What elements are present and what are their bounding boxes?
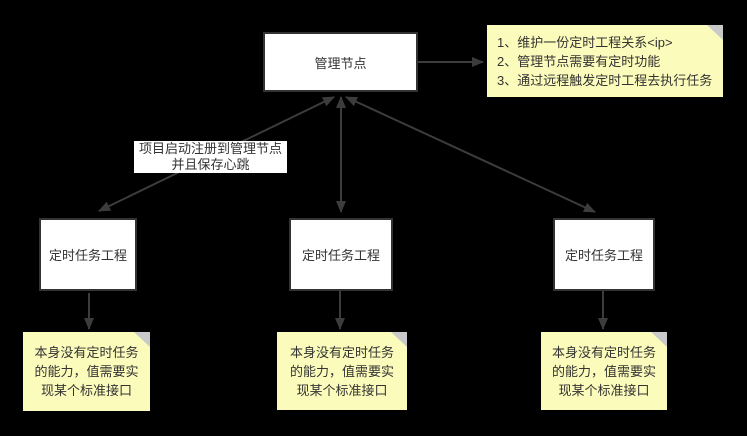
note-line: 本身没有定时任务 — [34, 345, 139, 360]
note-worker3[interactable]: 本身没有定时任务 的能力，值需要实 现某个标准接口 — [541, 332, 667, 410]
note-line: 现某个标准接口 — [296, 382, 388, 398]
node-manager[interactable]: 管理节点 — [263, 32, 418, 92]
note-manager[interactable]: 1、维护一份定时工程关系<ip> 2、管理节点需要有定时功能 3、通过远程触发定… — [487, 25, 723, 97]
node-worker1[interactable]: 定时任务工程 — [39, 218, 137, 291]
note-line: 的能力，值需要实 — [34, 364, 139, 379]
edge-label-line: 并且保存心跳 — [171, 157, 250, 172]
node-worker3-label: 定时任务工程 — [564, 248, 643, 263]
note-line: 的能力，值需要实 — [289, 363, 394, 379]
node-manager-label: 管理节点 — [314, 55, 367, 71]
note-line: 2、管理节点需要有定时功能 — [497, 53, 661, 69]
edge-label-register-heartbeat[interactable]: 项目启动注册到管理节点 并且保存心跳 — [134, 141, 287, 173]
note-worker1[interactable]: 本身没有定时任务 的能力，值需要实 现某个标准接口 — [23, 332, 150, 411]
note-line: 1、维护一份定时工程关系<ip> — [497, 34, 673, 50]
node-worker3[interactable]: 定时任务工程 — [553, 218, 655, 291]
node-worker2[interactable]: 定时任务工程 — [289, 218, 393, 291]
note-worker2[interactable]: 本身没有定时任务 的能力，值需要实 现某个标准接口 — [277, 332, 407, 410]
node-worker1-label: 定时任务工程 — [48, 248, 127, 263]
note-line: 本身没有定时任务 — [551, 344, 656, 360]
note-line: 的能力，值需要实 — [551, 363, 656, 379]
note-line: 现某个标准接口 — [40, 383, 132, 398]
note-line: 本身没有定时任务 — [289, 344, 394, 360]
node-worker2-label: 定时任务工程 — [301, 248, 380, 263]
edge-label-line: 项目启动注册到管理节点 — [138, 141, 282, 156]
edge-manager-worker3[interactable] — [345, 96, 596, 213]
note-line: 现某个标准接口 — [558, 382, 650, 398]
note-line: 3、通过远程触发定时工程去执行任务 — [497, 72, 713, 88]
